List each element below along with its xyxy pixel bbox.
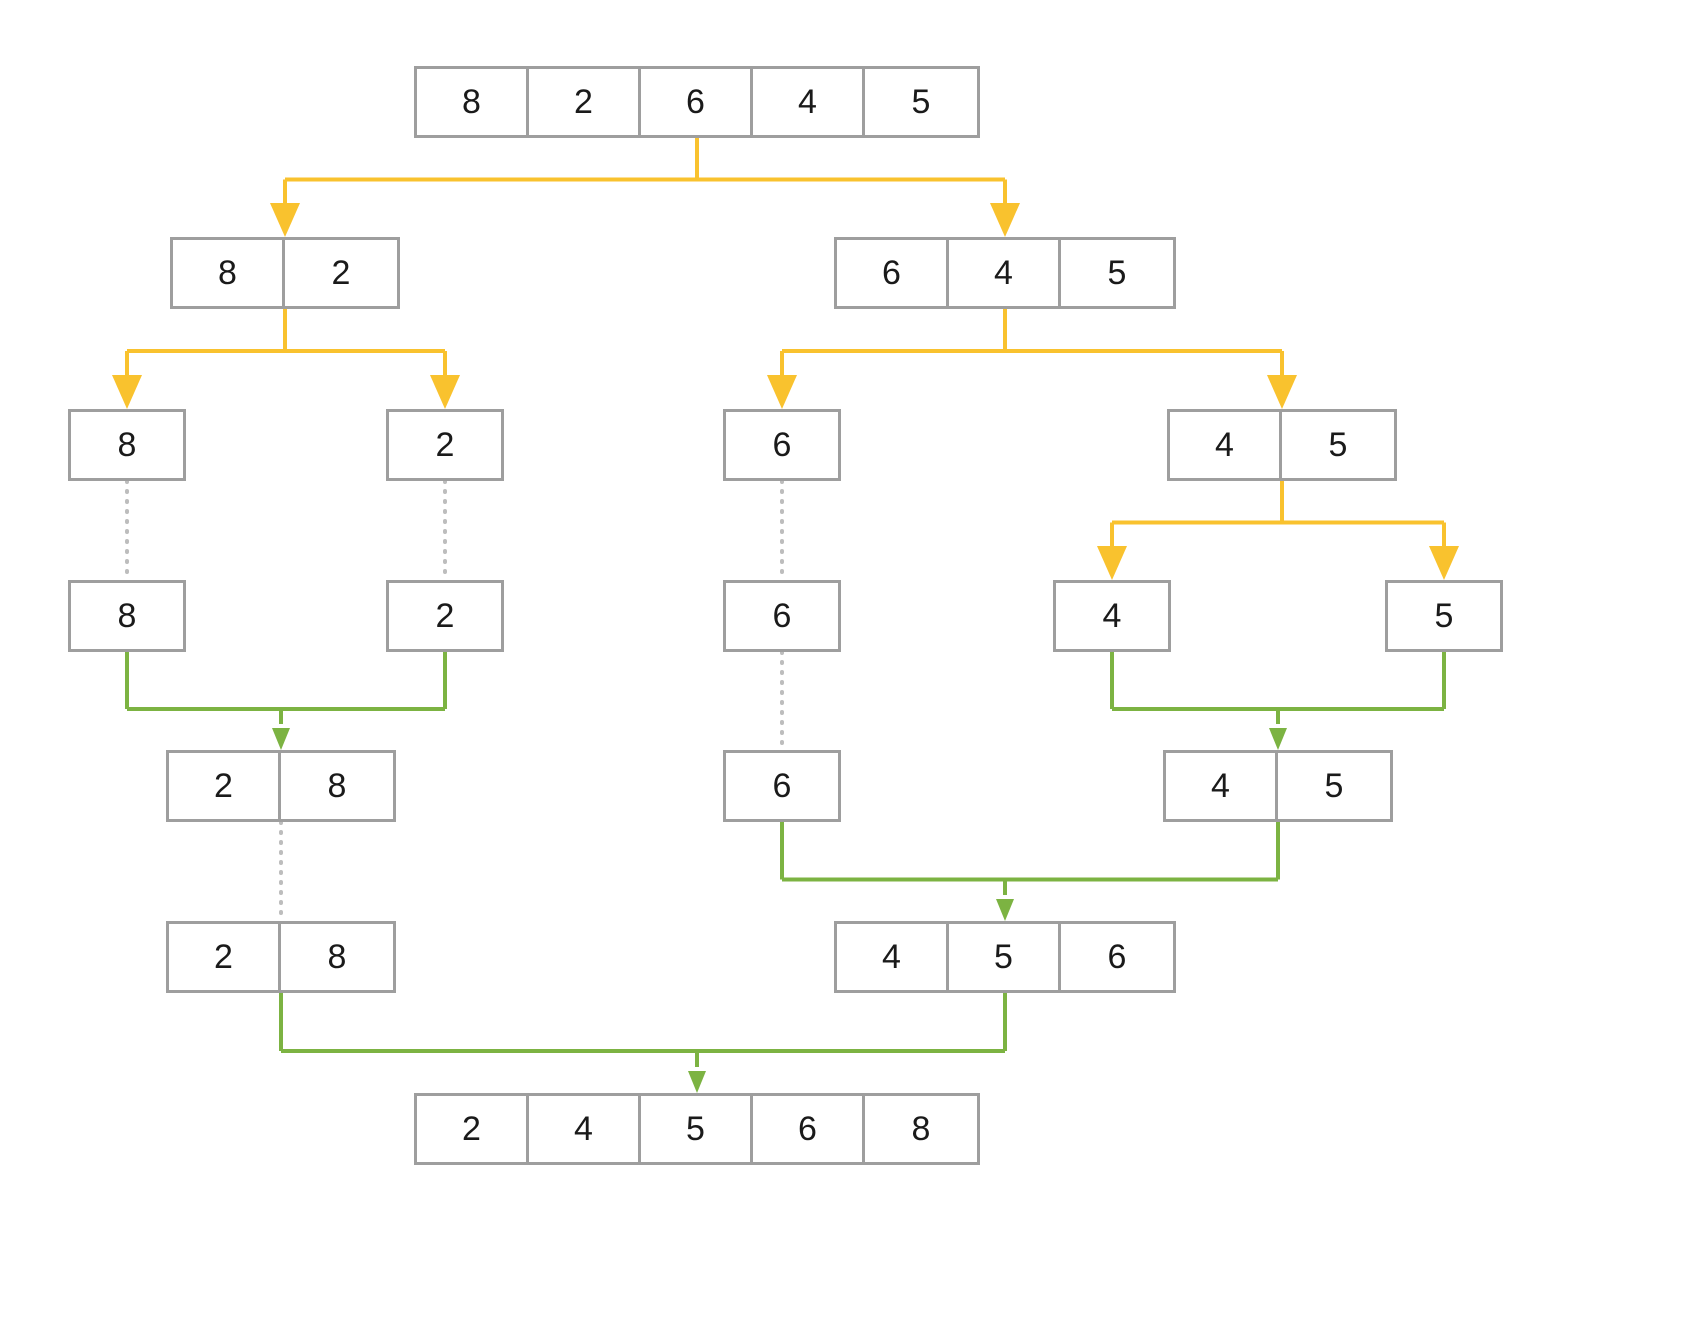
- array-cell: 4: [1056, 583, 1168, 649]
- divide-arrowhead: [1429, 546, 1459, 580]
- array-node-leaf-4: 4: [1053, 580, 1171, 652]
- array-cell: 2: [285, 240, 397, 306]
- array-cell: 2: [529, 69, 641, 135]
- array-node-leaf-8a: 8: [68, 409, 186, 481]
- divide-arrowhead: [1097, 546, 1127, 580]
- divide-arrowhead: [1267, 375, 1297, 409]
- array-cell: 5: [949, 924, 1061, 990]
- array-cell: 4: [529, 1096, 641, 1162]
- array-cell: 2: [389, 583, 501, 649]
- array-cell: 5: [865, 69, 977, 135]
- array-cell: 2: [417, 1096, 529, 1162]
- array-node-leaf-6c: 6: [723, 750, 841, 822]
- divide-arrowhead: [112, 375, 142, 409]
- array-cell: 4: [1166, 753, 1278, 819]
- merge-arrowhead: [1269, 728, 1287, 750]
- array-cell: 5: [1061, 240, 1173, 306]
- divide-arrowhead: [767, 375, 797, 409]
- array-cell: 5: [1388, 583, 1500, 649]
- array-cell: 8: [173, 240, 285, 306]
- divide-arrowhead: [430, 375, 460, 409]
- array-cell: 8: [865, 1096, 977, 1162]
- merge-arrowhead: [272, 728, 290, 750]
- array-cell: 6: [1061, 924, 1173, 990]
- array-cell: 6: [726, 583, 838, 649]
- divide-arrowhead: [990, 203, 1020, 237]
- array-cell: 2: [389, 412, 501, 478]
- merge-arrowhead: [688, 1071, 706, 1093]
- divide-arrowhead: [270, 203, 300, 237]
- array-node-leaf-2b: 2: [386, 580, 504, 652]
- array-cell: 2: [169, 924, 281, 990]
- array-cell: 8: [71, 412, 183, 478]
- array-cell: 6: [641, 69, 753, 135]
- array-cell: 8: [417, 69, 529, 135]
- array-cell: 2: [169, 753, 281, 819]
- array-cell: 5: [1278, 753, 1390, 819]
- merge-arrowhead: [996, 899, 1014, 921]
- array-cell: 8: [281, 753, 393, 819]
- array-cell: 8: [281, 924, 393, 990]
- array-node-leaf-8b: 8: [68, 580, 186, 652]
- array-node-leaf-6b: 6: [723, 580, 841, 652]
- array-cell: 4: [1170, 412, 1282, 478]
- array-cell: 8: [71, 583, 183, 649]
- array-cell: 6: [837, 240, 949, 306]
- array-cell: 6: [726, 412, 838, 478]
- array-cell: 4: [753, 69, 865, 135]
- array-cell: 4: [837, 924, 949, 990]
- array-cell: 5: [1282, 412, 1394, 478]
- array-cell: 6: [753, 1096, 865, 1162]
- array-node-leaf-2a: 2: [386, 409, 504, 481]
- array-cell: 6: [726, 753, 838, 819]
- array-node-leaf-5: 5: [1385, 580, 1503, 652]
- array-node-leaf-6a: 6: [723, 409, 841, 481]
- array-cell: 4: [949, 240, 1061, 306]
- array-cell: 5: [641, 1096, 753, 1162]
